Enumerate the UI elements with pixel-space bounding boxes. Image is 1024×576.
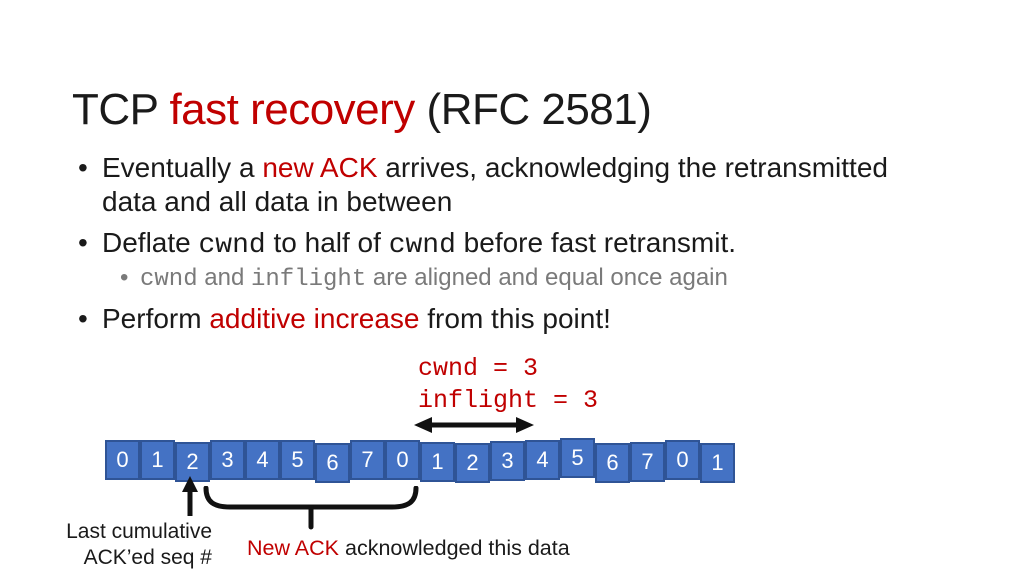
bullet-marker: •: [78, 303, 88, 334]
title-post: (RFC 2581): [414, 85, 652, 135]
seq-box-3: 3: [210, 440, 245, 480]
inflight-value-label: inflight = 3: [418, 386, 599, 415]
acked-data-brace-icon: [203, 486, 419, 530]
window-range-arrow-icon: [414, 417, 534, 433]
b3-red: additive increase: [209, 303, 420, 334]
bullet-new-ack: • Eventually a new ACK arrives, acknowle…: [78, 151, 978, 219]
b2-pre: Deflate: [102, 227, 199, 258]
subbullet-aligned-text: cwnd and inflight are aligned and equal …: [140, 263, 728, 294]
last-ack-line2: ACK’ed seq #: [83, 546, 212, 569]
last-ack-line1: Last cumulative: [66, 520, 212, 543]
b3-pre: Perform: [102, 303, 210, 334]
seq-box-16: 0: [665, 440, 700, 480]
seq-box-13: 5: [560, 438, 595, 478]
seq-box-2: 2: [175, 442, 210, 482]
new-ack-red: New ACK: [247, 536, 340, 560]
subbullet-aligned: • cwnd and inflight are aligned and equa…: [120, 263, 728, 294]
sub-mid: and: [197, 264, 251, 291]
b1-line1-post: arrives, acknowledging the retransmitted: [377, 152, 888, 183]
seq-box-7: 7: [350, 440, 385, 480]
seq-box-8: 0: [385, 440, 420, 480]
seq-box-6: 6: [315, 443, 350, 483]
bullet-additive-text: Perform additive increase from this poin…: [102, 302, 611, 336]
seq-box-12: 4: [525, 440, 560, 480]
bullet-marker: •: [78, 227, 88, 258]
bullet-marker: •: [120, 264, 129, 291]
title-highlight: fast recovery: [169, 85, 415, 135]
b3-post: from this point!: [419, 303, 611, 334]
b2-post: before fast retransmit.: [455, 227, 737, 258]
bullet-new-ack-text: Eventually a new ACK arrives, acknowledg…: [102, 151, 888, 219]
seq-box-5: 5: [280, 440, 315, 480]
seq-box-9: 1: [420, 442, 455, 482]
b2-mid: to half of: [265, 227, 389, 258]
seq-box-15: 7: [630, 442, 665, 482]
page-title: TCP fast recovery (RFC 2581): [72, 85, 652, 135]
b2-code-cwnd-1: cwnd: [198, 230, 266, 261]
new-ack-label: New ACK acknowledged this data: [247, 536, 570, 561]
bullet-deflate-cwnd: • Deflate cwnd to half of cwnd before fa…: [78, 226, 736, 263]
seq-box-0: 0: [105, 440, 140, 480]
sub-code-cwnd: cwnd: [140, 266, 198, 293]
b1-line2: data and all data in between: [102, 186, 453, 217]
b1-line1-red: new ACK: [262, 152, 378, 183]
title-pre: TCP: [72, 85, 170, 135]
b2-code-cwnd-2: cwnd: [388, 230, 456, 261]
new-ack-rest: acknowledged this data: [339, 536, 570, 560]
seq-box-14: 6: [595, 443, 630, 483]
last-ack-pointer-arrow-icon: [182, 476, 198, 516]
sub-post: are aligned and equal once again: [366, 264, 728, 291]
bullet-deflate-text: Deflate cwnd to half of cwnd before fast…: [102, 226, 736, 263]
cwnd-value-label: cwnd = 3: [418, 354, 539, 383]
seq-box-11: 3: [490, 441, 525, 481]
b1-line1-pre: Eventually a: [102, 152, 263, 183]
bullet-additive-increase: • Perform additive increase from this po…: [78, 302, 611, 336]
bullet-marker: •: [78, 152, 88, 183]
sub-code-inflight: inflight: [251, 266, 367, 293]
seq-box-4: 4: [245, 440, 280, 480]
seq-box-10: 2: [455, 443, 490, 483]
seq-box-1: 1: [140, 440, 175, 480]
seq-box-17: 1: [700, 443, 735, 483]
